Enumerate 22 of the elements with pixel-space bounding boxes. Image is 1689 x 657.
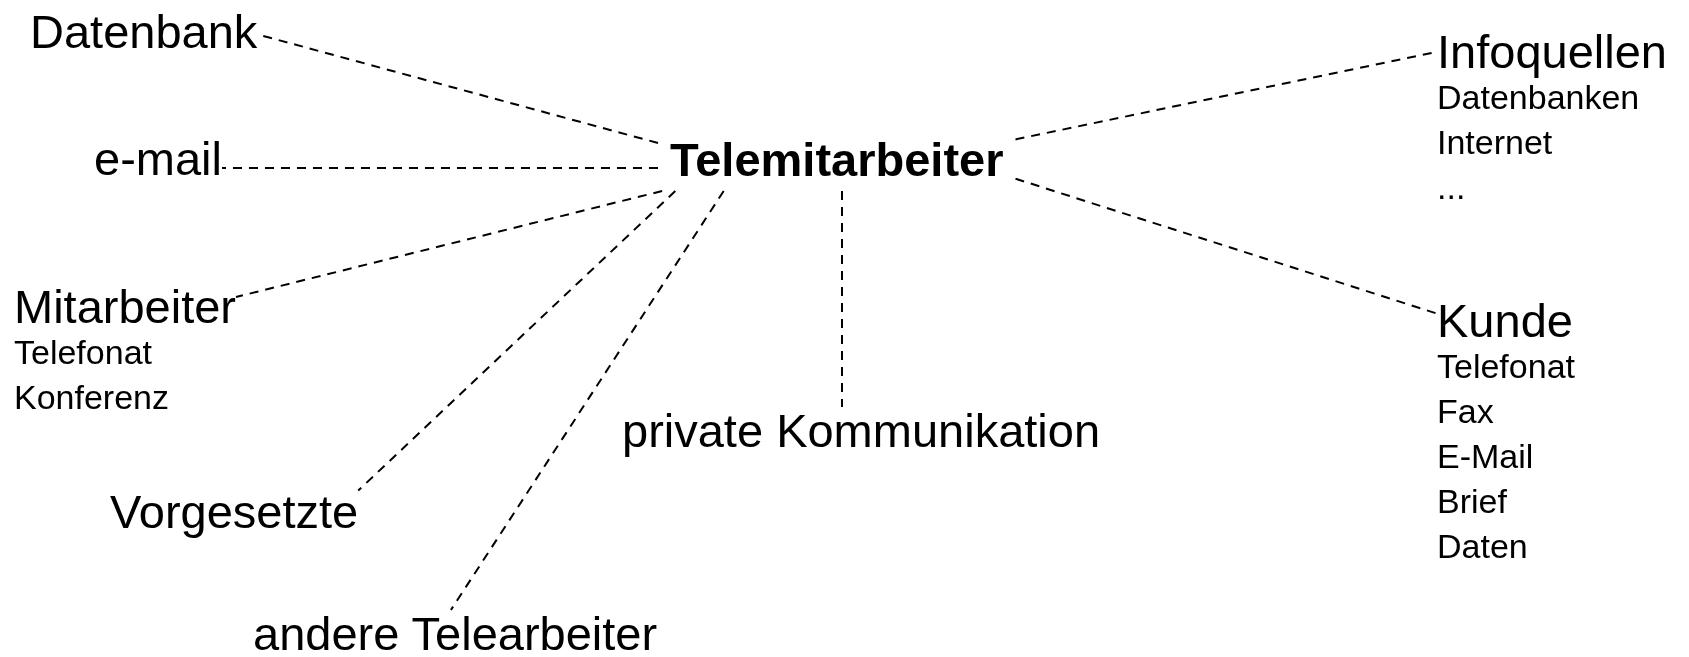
- center-label: Telemitarbeiter: [669, 132, 1005, 188]
- node-label: Datenbank: [30, 8, 258, 55]
- node-detail: Brief: [1437, 481, 1508, 522]
- connector-line: [357, 190, 677, 492]
- connector-line: [1014, 177, 1438, 315]
- node-label: andere Telearbeiter: [253, 610, 658, 657]
- node-label: Mitarbeiter: [14, 283, 236, 330]
- node-detail: Telefonat: [1437, 346, 1575, 387]
- node-label: e-mail: [94, 135, 222, 182]
- node-detail: E-Mail: [1437, 436, 1535, 477]
- node-detail: Daten: [1437, 526, 1529, 567]
- node-detail: Konferenz: [14, 377, 170, 418]
- connector-line: [449, 190, 725, 611]
- node-detail: Fax: [1437, 391, 1495, 432]
- connector-line: [221, 167, 659, 169]
- connector-line: [841, 190, 843, 408]
- connector-line: [235, 190, 664, 298]
- node-label: Kunde: [1437, 297, 1574, 344]
- node-detail: Datenbanken: [1437, 78, 1641, 118]
- node-detail: Telefonat: [14, 332, 153, 373]
- node-detail: Internet: [1437, 122, 1554, 163]
- node-detail: ...: [1437, 167, 1467, 208]
